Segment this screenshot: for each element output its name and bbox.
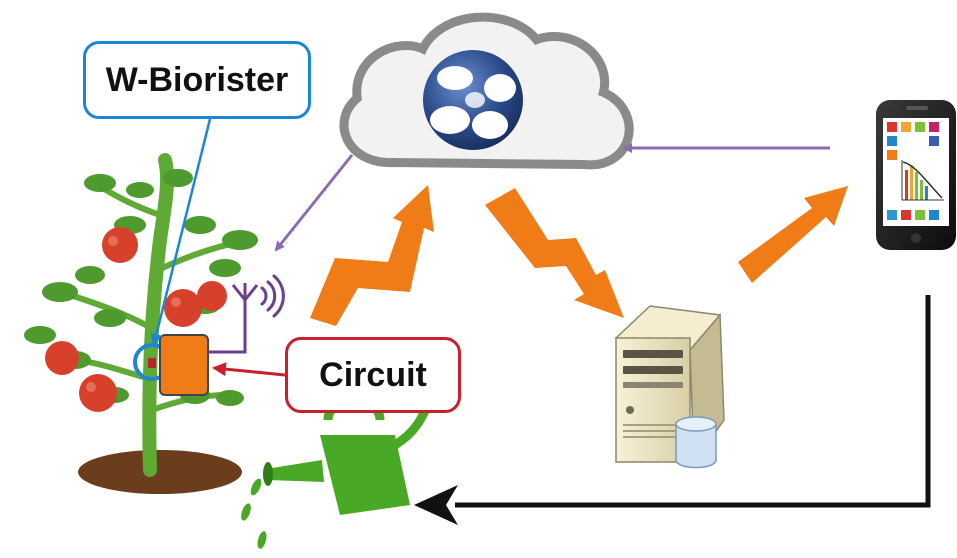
app-grid: [887, 122, 939, 220]
sensor-label-pointer: [150, 118, 212, 346]
globe-icon: [423, 50, 523, 150]
tomato-fruit: [45, 227, 227, 412]
database-icon: [675, 416, 717, 469]
circuit-label-pointer: [212, 362, 286, 377]
purple-arrow-cloud-to-plant: [274, 154, 354, 252]
antenna-icon: [208, 283, 259, 354]
soil: [78, 450, 242, 494]
sensor-label: W-Biorister: [83, 41, 311, 119]
black-arrow-phone-to-watering-can: [414, 295, 931, 525]
orange-arrow-cloud-to-server: [485, 188, 624, 318]
server-icon: [614, 305, 725, 469]
mini-chart: [901, 160, 944, 201]
orange-arrow-plant-to-cloud: [310, 185, 434, 326]
circuit-label: Circuit: [285, 337, 461, 413]
wireless-signal-icon: [260, 274, 285, 318]
orange-arrow-server-to-phone: [738, 186, 848, 283]
watering-can-icon: [263, 390, 437, 515]
cloud-icon: [339, 12, 634, 170]
water-drops: [241, 478, 267, 549]
circuit-box: [159, 334, 209, 396]
tomato-plant: [24, 153, 258, 494]
smartphone-icon: [876, 100, 956, 250]
sensor-element: [148, 358, 156, 368]
